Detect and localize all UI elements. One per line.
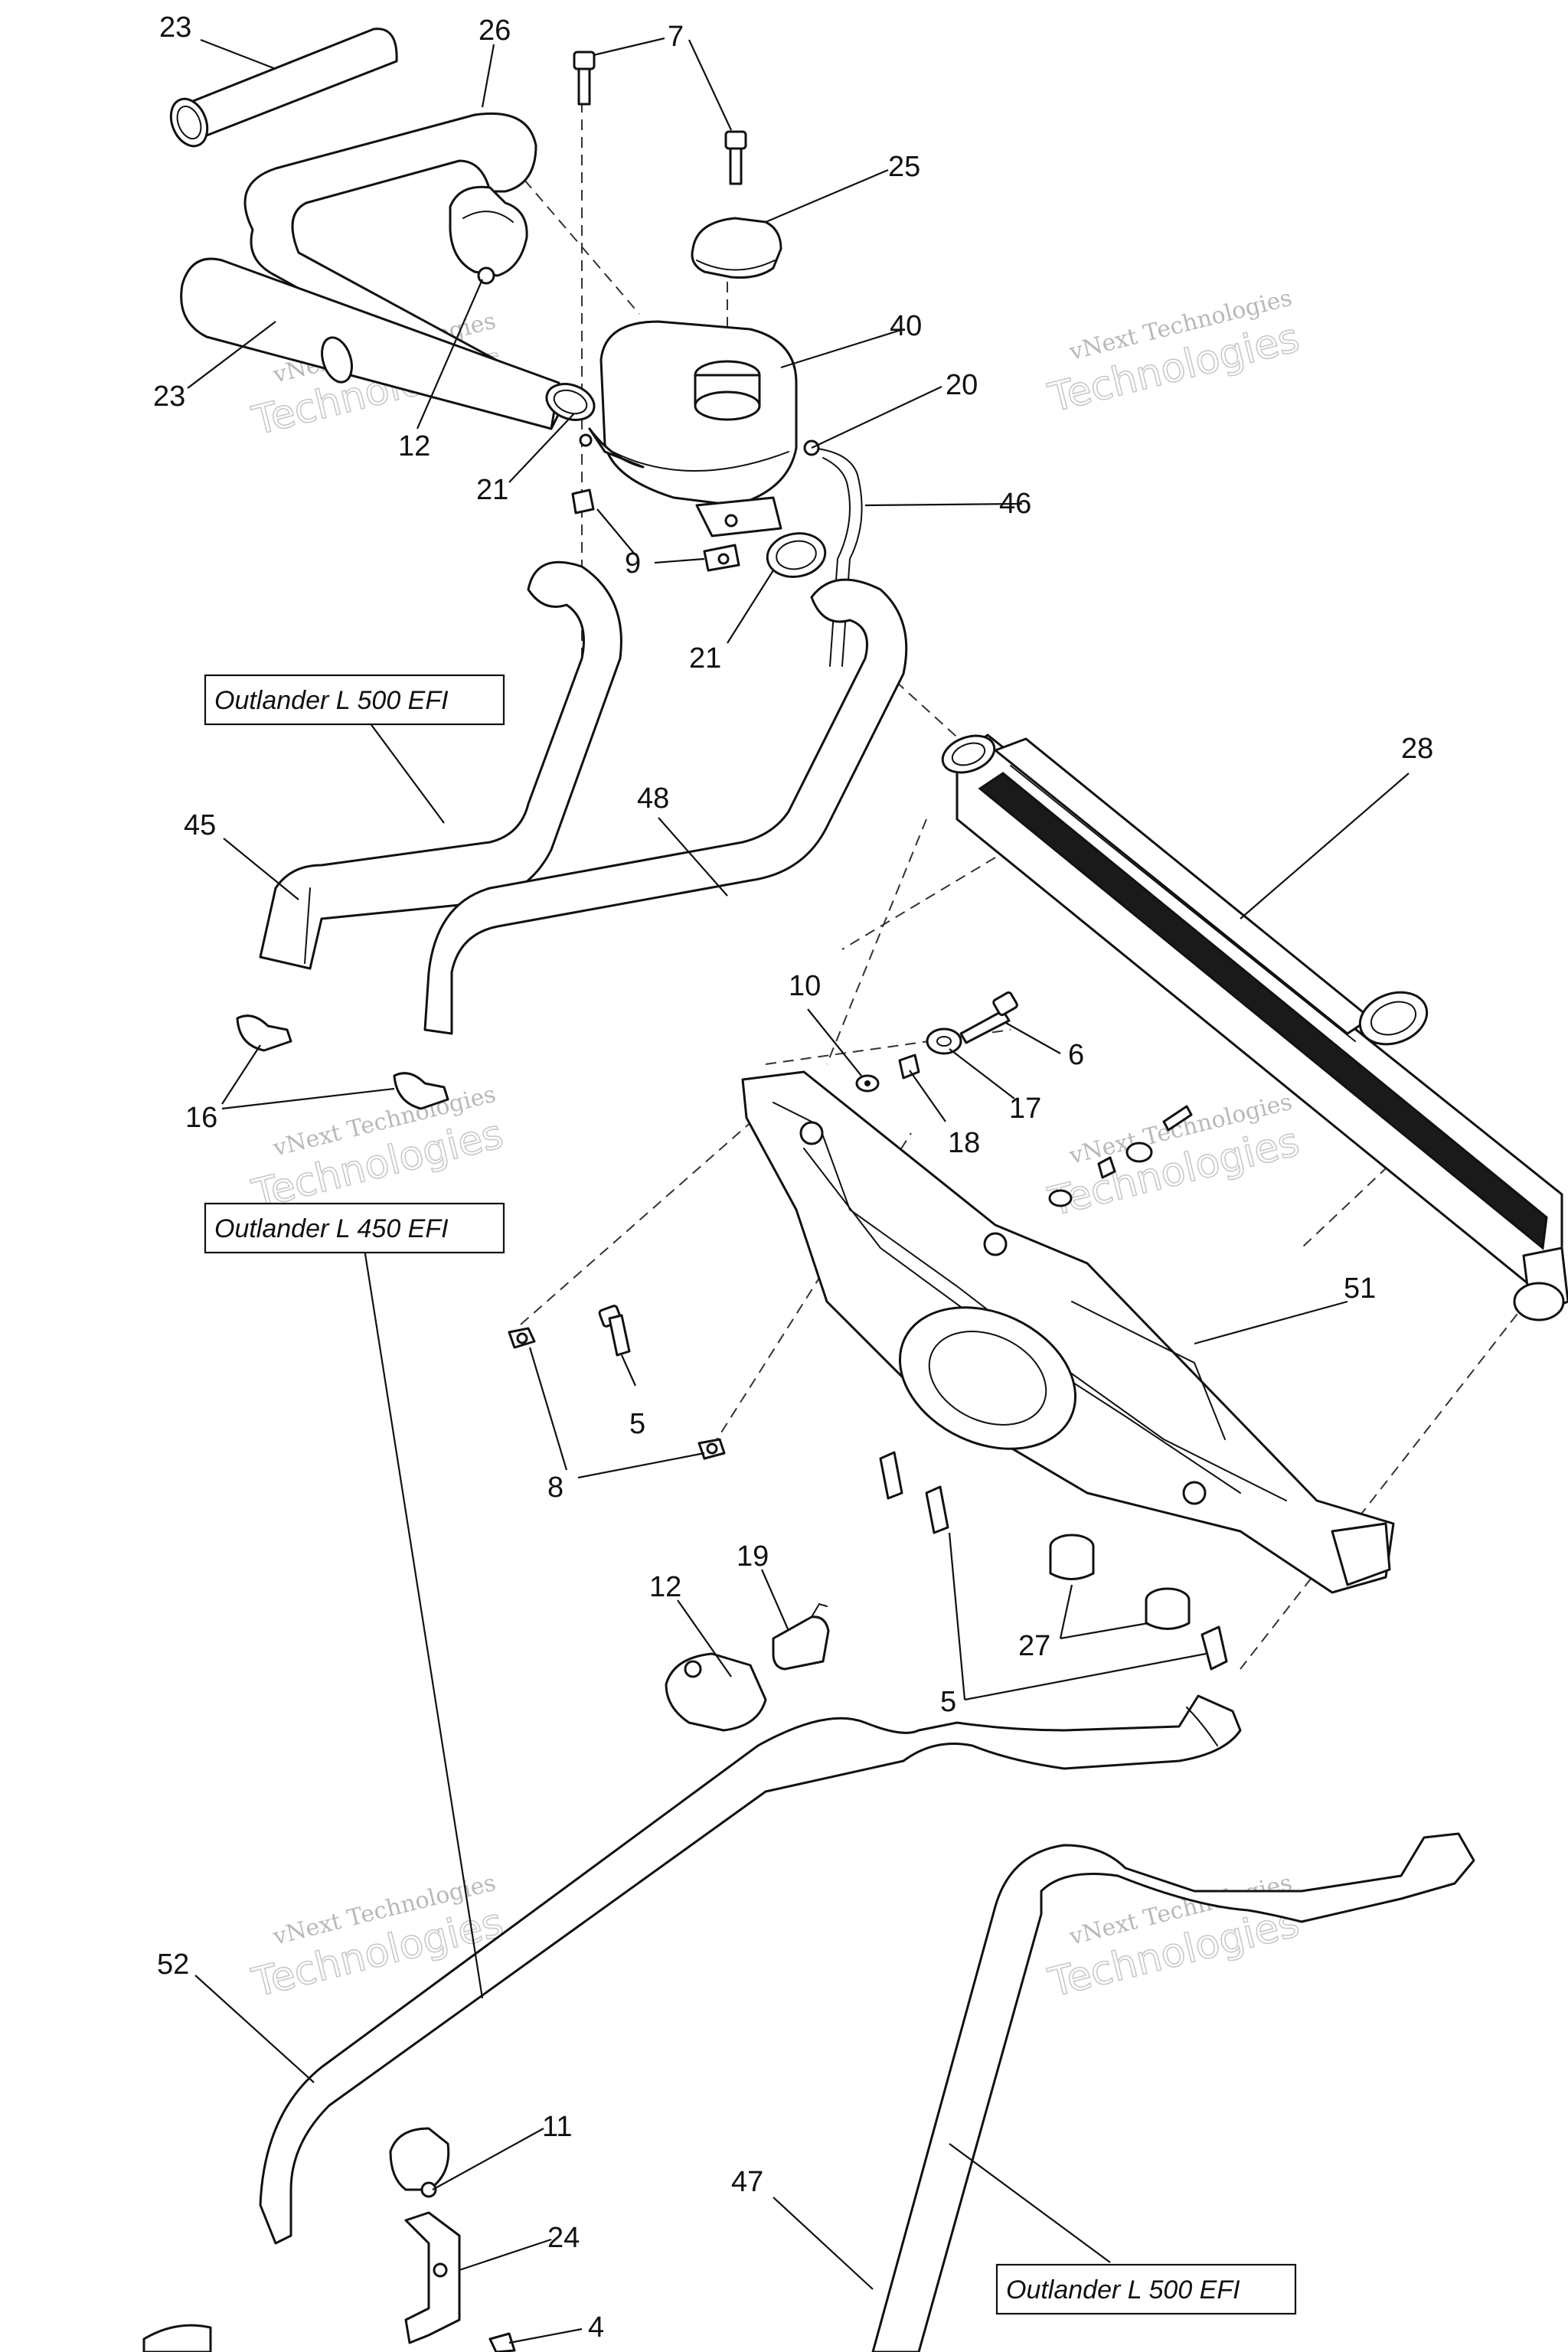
reservoir-40 xyxy=(579,320,798,537)
callout-6: 6 xyxy=(1068,1039,1084,1071)
bolt-7-a xyxy=(573,51,596,106)
callout-11: 11 xyxy=(542,2111,572,2143)
bolt-5-a xyxy=(598,1305,631,1357)
grommet-17 xyxy=(926,1027,962,1055)
clamp-11 xyxy=(389,2127,450,2198)
bolt-5-c xyxy=(925,1485,949,1534)
callout-46: 46 xyxy=(999,488,1031,520)
callout-48: 48 xyxy=(637,782,669,815)
bolt-5-d xyxy=(1200,1625,1228,1671)
callout-7: 7 xyxy=(668,21,684,53)
clip-9 xyxy=(703,544,740,572)
watermark-2: vNext Technologies Technologies xyxy=(1044,285,1305,423)
callout-52: 52 xyxy=(157,1949,189,1981)
callout-26: 26 xyxy=(479,15,511,47)
hose-48 xyxy=(423,578,908,1035)
callout-21-top: 21 xyxy=(476,474,508,506)
callout-4: 4 xyxy=(588,2311,604,2344)
leader-lines xyxy=(187,37,1410,2344)
hose-23-top xyxy=(169,28,398,148)
callout-40: 40 xyxy=(890,310,922,342)
clip-16-b xyxy=(393,1072,449,1110)
model-label-middle: Outlander L 450 EFI xyxy=(204,1202,505,1254)
hose-23-long xyxy=(180,257,560,430)
callout-12-top: 12 xyxy=(398,430,430,462)
bolt-6 xyxy=(959,991,1018,1044)
overflow-hose-46 xyxy=(803,439,863,667)
callout-21-bottom: 21 xyxy=(689,642,721,675)
fan-shroud-51 xyxy=(741,1070,1395,1594)
callout-17: 17 xyxy=(1009,1093,1041,1125)
nut-9 xyxy=(571,488,595,514)
callout-19: 19 xyxy=(737,1540,769,1573)
clamp-21-top xyxy=(545,383,596,421)
watermark-4: vNext Technologies Technologies xyxy=(1044,1089,1305,1227)
washer-10 xyxy=(855,1074,880,1093)
bumper-27-b xyxy=(1145,1587,1191,1630)
clamp-12-bottom xyxy=(665,1652,767,1732)
bolt-5-b xyxy=(879,1451,903,1500)
callout-9: 9 xyxy=(625,547,641,580)
model-label-bottom: Outlander L 500 EFI xyxy=(995,2263,1297,2315)
callout-16: 16 xyxy=(185,1102,217,1134)
svg-text:Outlander L 500 EFI: Outlander L 500 EFI xyxy=(1006,2275,1240,2305)
callout-12-bottom: 12 xyxy=(649,1571,681,1603)
callout-27: 27 xyxy=(1018,1630,1050,1662)
svg-text:Outlander L 500 EFI: Outlander L 500 EFI xyxy=(214,686,449,715)
clip-19 xyxy=(772,1602,830,1671)
callout-45: 45 xyxy=(184,809,216,841)
callout-numbers: 23 26 7 25 23 12 40 20 21 46 9 21 28 45 … xyxy=(153,11,1433,2344)
clamp-12-top xyxy=(449,185,528,285)
clamp-21-bottom xyxy=(766,532,827,578)
callout-51: 51 xyxy=(1344,1272,1376,1305)
callout-24: 24 xyxy=(547,2222,580,2254)
callout-23-top: 23 xyxy=(159,11,191,44)
bolt-4 xyxy=(488,2332,516,2352)
svg-text:Outlander L 450 EFI: Outlander L 450 EFI xyxy=(214,1214,449,1243)
callout-8: 8 xyxy=(547,1472,564,1504)
callout-20: 20 xyxy=(946,369,978,401)
hose-52 xyxy=(259,1694,1242,2245)
spacer-18 xyxy=(898,1054,920,1080)
callout-23-bottom: 23 xyxy=(153,381,185,413)
hose-end-bottom-left xyxy=(142,2324,212,2352)
clip-16-a xyxy=(236,1014,292,1052)
cap-25 xyxy=(691,217,782,279)
model-label-top: Outlander L 500 EFI xyxy=(204,674,505,726)
hose-47 xyxy=(871,1832,1475,2352)
nut-8-a xyxy=(508,1327,536,1349)
callout-18: 18 xyxy=(948,1127,980,1159)
callout-5-left: 5 xyxy=(629,1408,645,1440)
callout-28: 28 xyxy=(1401,733,1433,765)
callout-25: 25 xyxy=(888,151,920,183)
callout-10: 10 xyxy=(789,970,821,1002)
nut-8-b xyxy=(697,1438,726,1460)
callout-47: 47 xyxy=(731,2166,763,2198)
bumper-27-a xyxy=(1049,1534,1095,1580)
hardware-right-stack xyxy=(1048,1105,1193,1207)
radiator-28 xyxy=(941,733,1568,1321)
hose-45 xyxy=(259,560,622,970)
bolt-7-b xyxy=(724,130,747,185)
callout-5-bottom: 5 xyxy=(940,1686,956,1718)
bracket-24 xyxy=(404,2211,461,2344)
